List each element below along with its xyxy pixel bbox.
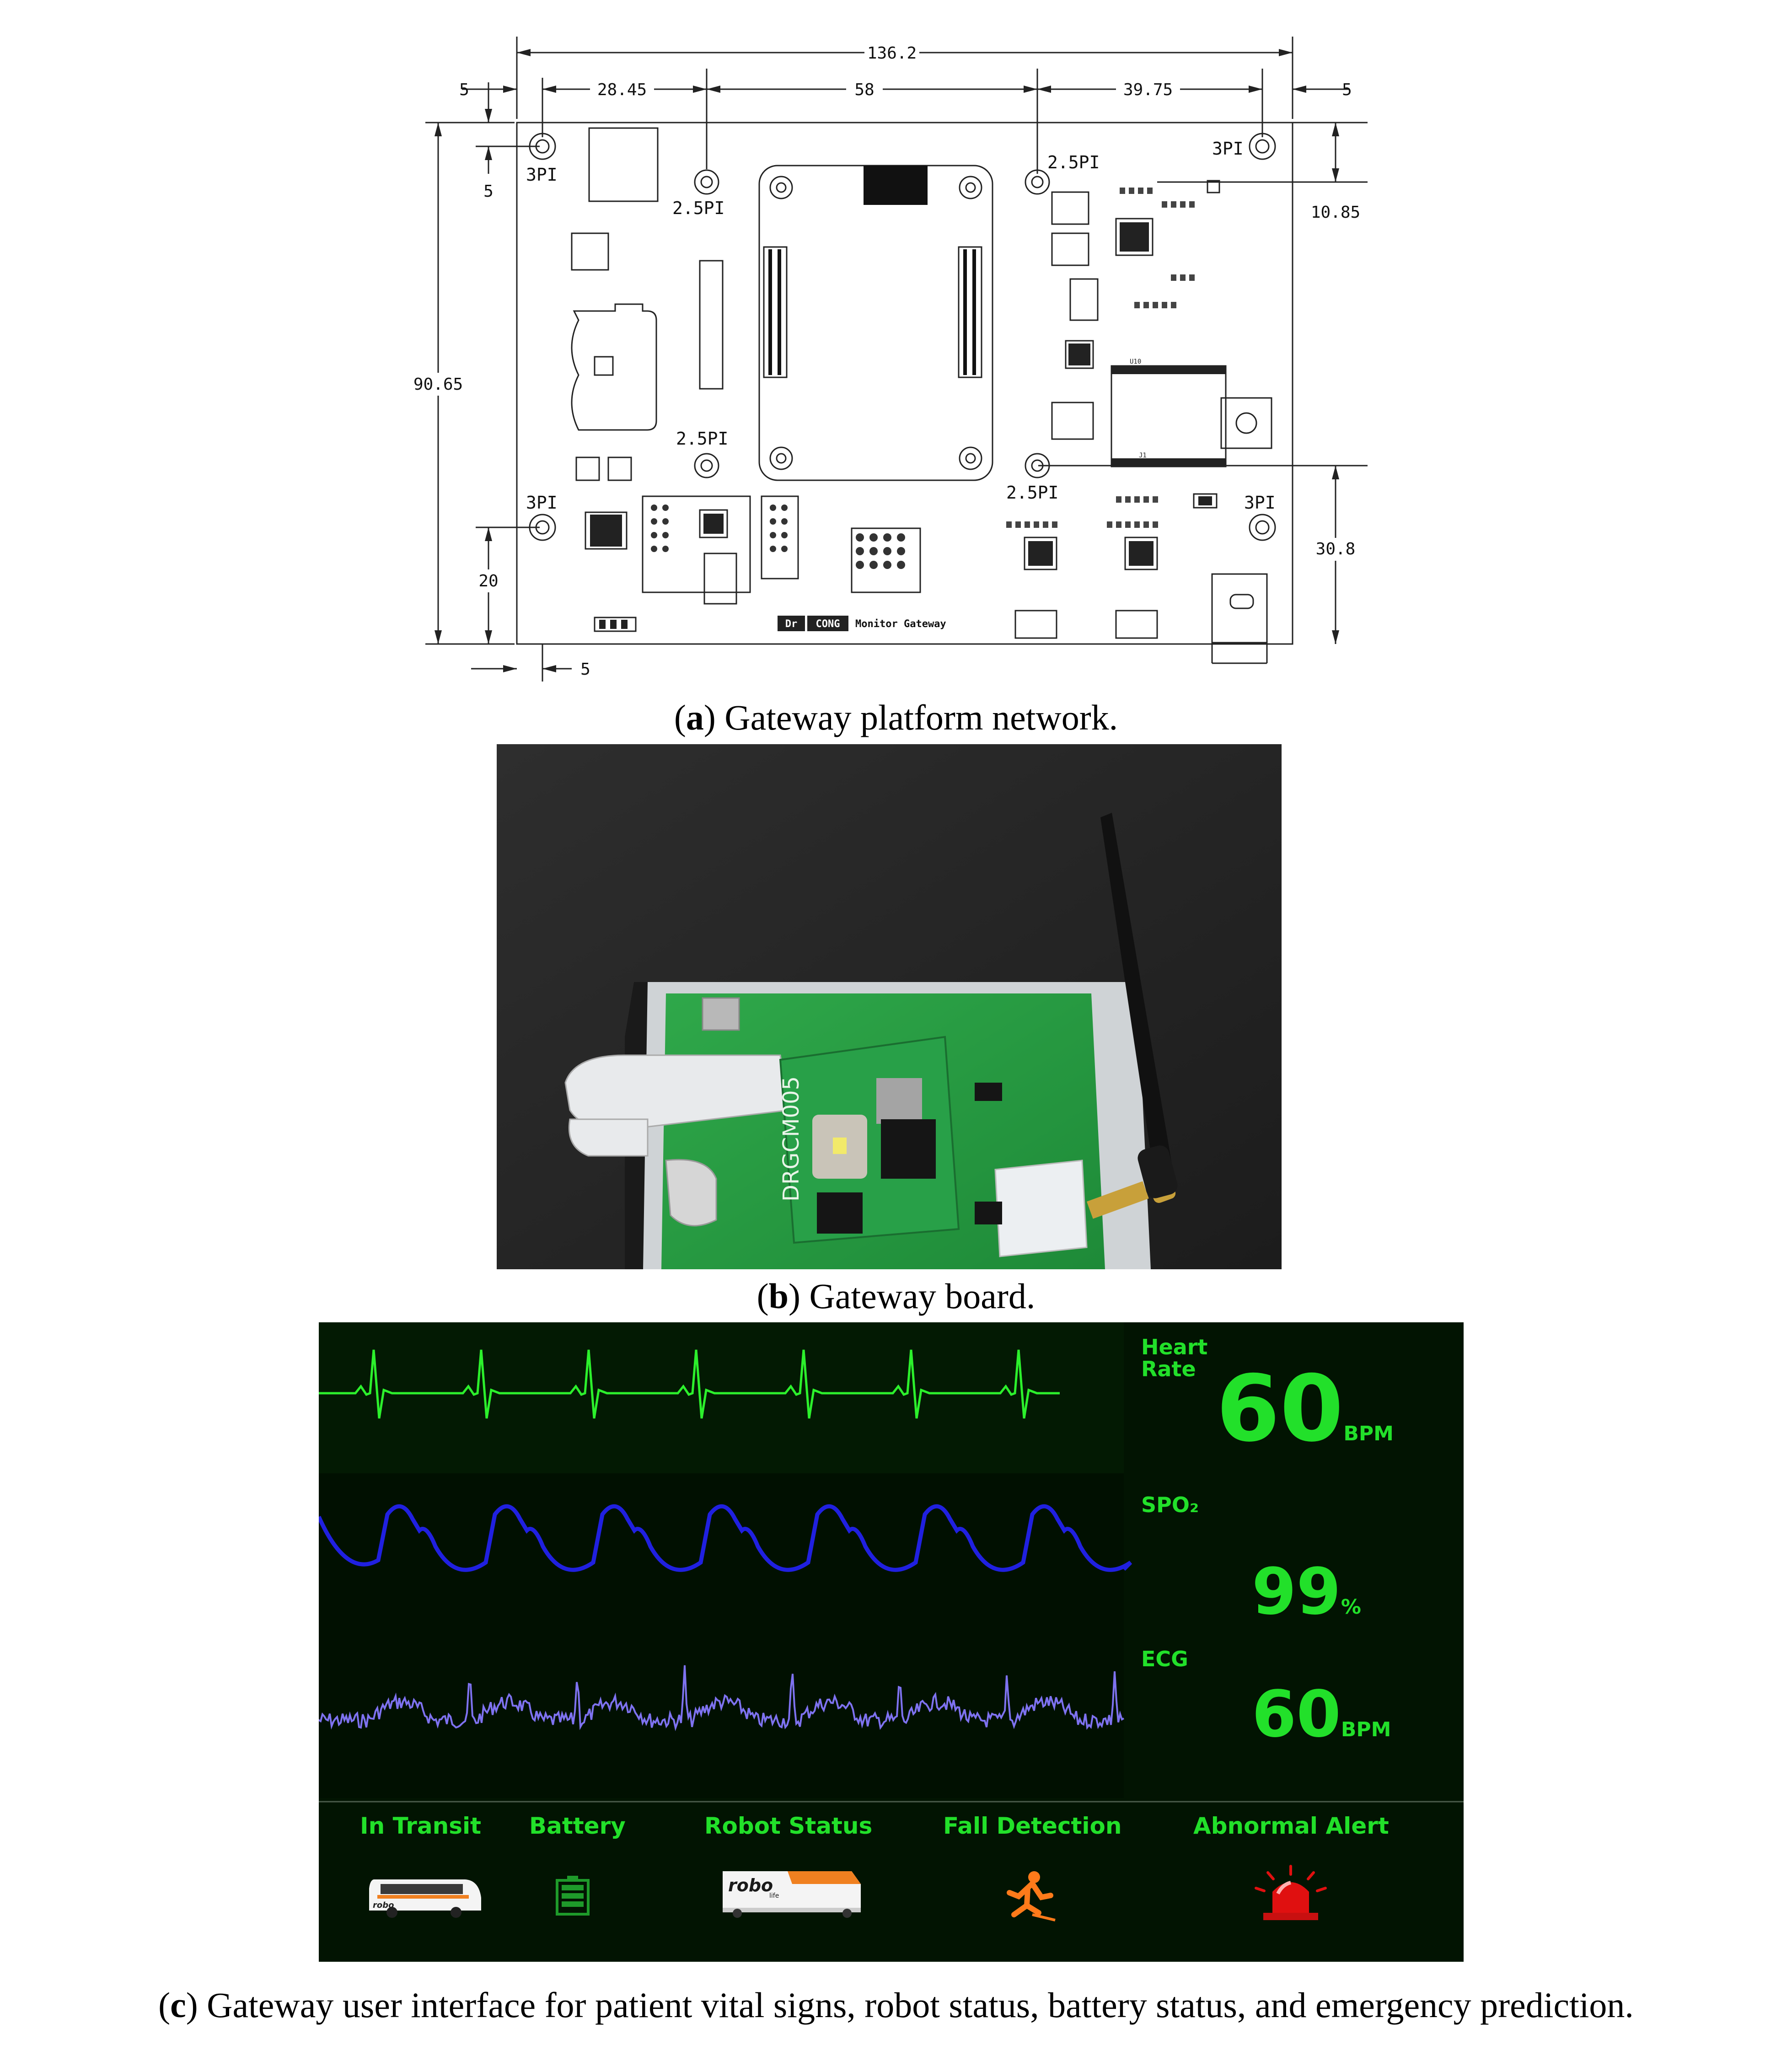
- heart-rate-waveform: [319, 1349, 1060, 1419]
- compute-module-footprint: [758, 165, 993, 481]
- caption-b: (b) Gateway board.: [757, 1276, 1035, 1316]
- bus-icon: robo: [369, 1879, 481, 1918]
- dim-bottom-hole: 20: [478, 572, 498, 590]
- battery-icon: [556, 1876, 590, 1916]
- antenna: [1100, 813, 1174, 1183]
- status-battery-label: Battery: [529, 1813, 626, 1839]
- dim-module-span: 58: [854, 81, 874, 99]
- hole-label-25pi: 2.5PI: [676, 429, 728, 449]
- board-drawing: 136.2 28.45 58 39.75 5 5 5 90.65 20 5 10…: [402, 37, 1368, 682]
- dim-left-hole: 28.45: [597, 81, 647, 99]
- bus-brand: robo: [373, 1900, 394, 1910]
- hole-label-3pi: 3PI: [526, 165, 558, 185]
- dim-edge-top: 5: [483, 182, 494, 201]
- hole-label-3pi: 3PI: [1212, 139, 1244, 159]
- robot-brand: robo: [728, 1875, 773, 1895]
- dim-edge-right: 5: [1342, 81, 1352, 99]
- dim-board-height: 90.65: [413, 375, 463, 394]
- dim-right-top: 10.85: [1311, 203, 1360, 222]
- spo2-unit: %: [1341, 1595, 1361, 1619]
- svg-text:U10: U10: [1130, 358, 1141, 365]
- caption-a: (a) Gateway platform network.: [674, 698, 1118, 737]
- hole-label-25pi: 2.5PI: [1047, 152, 1100, 172]
- waveform-area: [319, 1322, 1464, 1803]
- robot-brand-sub: life: [769, 1892, 779, 1900]
- silk-logo-right: CONG: [816, 618, 840, 630]
- hole-label-3pi: 3PI: [526, 493, 558, 513]
- spo2-value: 99%: [1252, 1555, 1361, 1629]
- board-outline: [516, 122, 1293, 645]
- dim-total-width: 136.2: [867, 44, 917, 63]
- silk-logo-left: Dr: [785, 618, 798, 630]
- ecg-waveform: [319, 1665, 1124, 1731]
- heart-rate-label: Heart Rate: [1141, 1335, 1208, 1382]
- svg-text:J1: J1: [1139, 452, 1147, 459]
- spo2-waveform: [319, 1504, 1132, 1572]
- heart-rate-unit: BPM: [1343, 1422, 1394, 1445]
- dim-edge-bottom: 5: [580, 660, 590, 679]
- gateway-board-photo: DRGCM005: [497, 744, 1282, 1269]
- silk-name: Monitor Gateway: [855, 618, 946, 630]
- ecg-unit: BPM: [1341, 1718, 1391, 1741]
- status-robot-label: Robot Status: [704, 1813, 873, 1839]
- ecg-label: ECG: [1141, 1647, 1188, 1671]
- alarm-light-icon: [1255, 1865, 1327, 1920]
- robot-icon: robo life: [723, 1871, 861, 1918]
- caption-c: (c) Gateway user interface for patient v…: [158, 1985, 1634, 2025]
- status-alert-label: Abnormal Alert: [1193, 1813, 1389, 1839]
- hole-label-25pi: 2.5PI: [1006, 483, 1058, 503]
- dim-edge-left: 5: [459, 81, 469, 99]
- dim-right-bottom: 30.8: [1316, 540, 1356, 558]
- dim-right-offset: 39.75: [1123, 81, 1173, 99]
- heart-rate-value: 60BPM: [1216, 1356, 1394, 1462]
- spo2-label: SPO₂: [1141, 1492, 1199, 1517]
- status-fall-label: Fall Detection: [943, 1813, 1122, 1839]
- ecg-value: 60BPM: [1252, 1677, 1391, 1752]
- monitor-ui: Heart Rate 60BPM SPO₂ 99% ECG 60BPM In T…: [319, 1322, 1464, 1962]
- hole-label-3pi: 3PI: [1244, 493, 1276, 513]
- module-label: DRGCM005: [778, 1076, 804, 1202]
- status-in-transit-label: In Transit: [360, 1813, 482, 1839]
- fall-icon: [1007, 1871, 1056, 1922]
- hole-label-25pi: 2.5PI: [672, 198, 724, 218]
